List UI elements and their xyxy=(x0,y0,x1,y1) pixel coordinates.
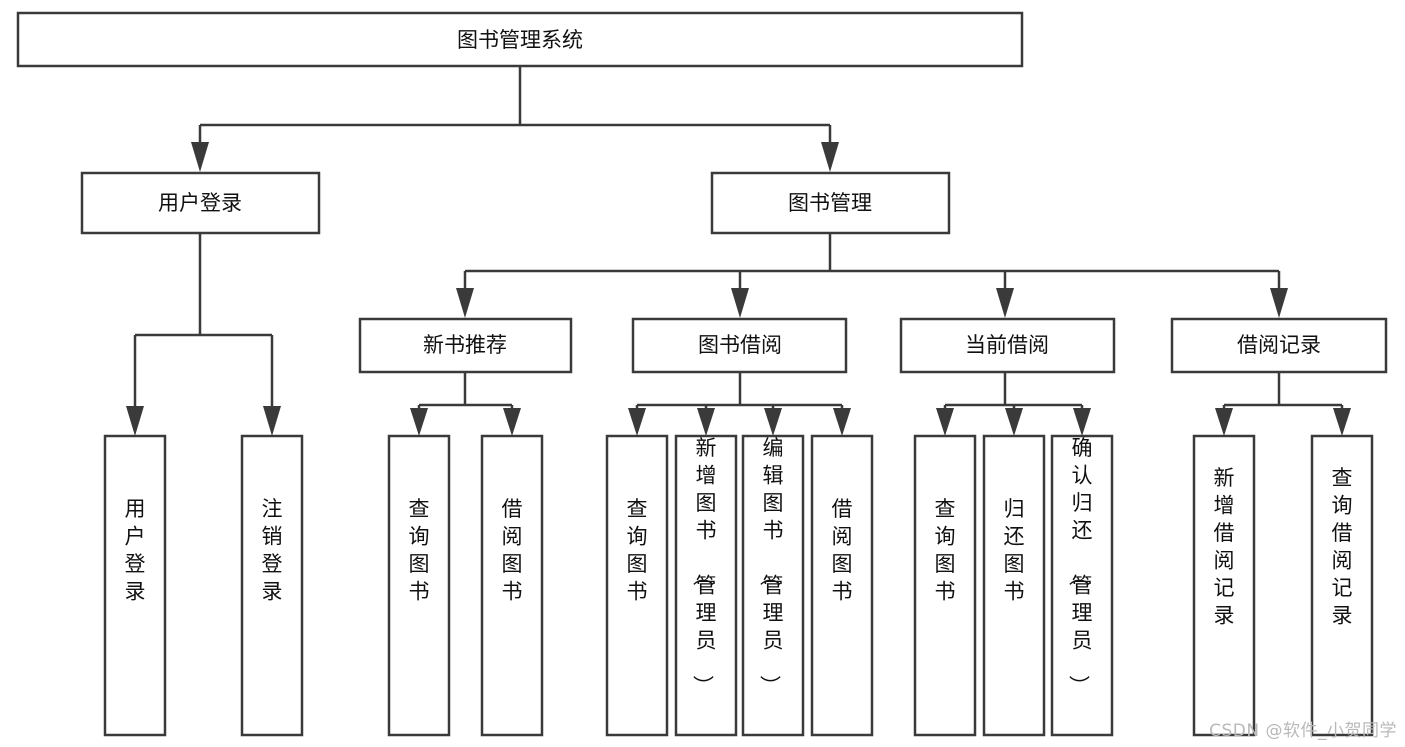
arrow-borrow-c1 xyxy=(628,408,646,436)
node-root-box[interactable] xyxy=(16,11,1024,68)
leaf-book-borrow-4-box[interactable] xyxy=(810,434,874,737)
arrow-borrow-c2 xyxy=(697,408,715,436)
arrow-current-c2 xyxy=(1005,408,1023,436)
leaf-book-borrow-4[interactable]: 借阅图书 xyxy=(810,434,874,737)
leaf-current-borrow-3-label: 确认归还（管理员） xyxy=(1067,436,1093,696)
node-root[interactable]: 图书管理系统 xyxy=(16,11,1024,68)
leaf-new-book-2-box[interactable] xyxy=(480,434,544,737)
leaf-borrow-record-2-label: 查询借阅记录 xyxy=(1332,466,1353,628)
connector-group-book-manage xyxy=(456,233,1288,318)
leaf-current-borrow-1-label: 查询图书 xyxy=(935,497,956,604)
leaf-book-borrow-3-box[interactable] xyxy=(741,434,805,737)
leaf-book-borrow-1-label: 查询图书 xyxy=(627,497,648,604)
csdn-watermark: CSDN @软件_小贺同学 xyxy=(1209,721,1397,741)
connector-group-user-login xyxy=(126,233,281,436)
connector-group-new-book xyxy=(410,372,521,436)
node-new-book-recommend-label: 新书推荐 xyxy=(423,333,507,357)
leaf-current-borrow-3-box[interactable] xyxy=(1050,434,1114,737)
node-user-login[interactable]: 用户登录 xyxy=(80,171,321,235)
node-current-borrow[interactable]: 当前借阅 xyxy=(899,317,1116,374)
leaf-new-book-2-label: 借阅图书 xyxy=(502,497,523,604)
arrow-root-to-login xyxy=(191,142,209,172)
arrow-current-c3 xyxy=(1073,408,1091,436)
leaf-new-book-1[interactable]: 查询图书 xyxy=(387,434,451,737)
node-book-borrow[interactable]: 图书借阅 xyxy=(631,317,848,374)
arrow-newbook-c1 xyxy=(410,408,428,436)
leaf-current-borrow-3[interactable]: 确认归还（管理员） xyxy=(1050,434,1114,737)
arrow-login-c2 xyxy=(263,406,281,436)
leaf-user-login-2[interactable]: 注销登录 xyxy=(240,434,304,737)
arrow-books-c1 xyxy=(456,288,474,318)
arrow-borrow-c3 xyxy=(764,408,782,436)
leaf-book-borrow-4-label: 借阅图书 xyxy=(832,497,853,604)
node-book-borrow-box[interactable] xyxy=(631,317,848,374)
leaf-user-login-2-box[interactable] xyxy=(240,434,304,737)
node-book-manage-box[interactable] xyxy=(710,171,951,235)
arrow-books-c4 xyxy=(1270,288,1288,318)
connector-group-borrow-record xyxy=(1215,372,1351,436)
node-borrow-record-label: 借阅记录 xyxy=(1237,333,1321,357)
leaf-user-login-1-label: 用户登录 xyxy=(125,497,146,604)
leaf-book-borrow-2[interactable]: 新增图书（管理员） xyxy=(674,434,738,737)
node-current-borrow-label: 当前借阅 xyxy=(965,333,1049,357)
arrow-books-c2 xyxy=(731,288,749,318)
leaf-book-borrow-2-label: 新增图书（管理员） xyxy=(691,436,717,696)
connector-group-book-borrow xyxy=(628,372,851,436)
leaf-borrow-record-1[interactable]: 新增借阅记录 xyxy=(1192,434,1256,737)
arrow-borrow-c4 xyxy=(833,408,851,436)
node-user-login-label: 用户登录 xyxy=(158,191,242,215)
leaf-user-login-1[interactable]: 用户登录 xyxy=(103,434,167,737)
leaf-current-borrow-2[interactable]: 归还图书 xyxy=(982,434,1046,737)
node-user-login-box[interactable] xyxy=(80,171,321,235)
connector-group-root xyxy=(191,66,839,172)
arrow-record-c1 xyxy=(1215,408,1233,436)
arrow-record-c2 xyxy=(1333,408,1351,436)
leaf-user-login-1-box[interactable] xyxy=(103,434,167,737)
arrow-root-to-books xyxy=(821,142,839,172)
leaf-borrow-record-2[interactable]: 查询借阅记录 xyxy=(1310,434,1374,737)
leaf-new-book-1-box[interactable] xyxy=(387,434,451,737)
leaf-new-book-2[interactable]: 借阅图书 xyxy=(480,434,544,737)
leaf-new-book-1-label: 查询图书 xyxy=(409,497,430,604)
leaf-book-borrow-3[interactable]: 编辑图书（管理员） xyxy=(741,434,805,737)
arrow-newbook-c2 xyxy=(503,408,521,436)
node-book-manage-label: 图书管理 xyxy=(788,191,872,215)
leaf-borrow-record-1-box[interactable] xyxy=(1192,434,1256,737)
connector-group-current-borrow xyxy=(936,372,1091,436)
arrow-login-c1 xyxy=(126,406,144,436)
node-book-borrow-label: 图书借阅 xyxy=(698,333,782,357)
node-borrow-record-box[interactable] xyxy=(1170,317,1388,374)
leaf-borrow-record-1-label: 新增借阅记录 xyxy=(1214,466,1235,628)
leaf-book-borrow-2-box[interactable] xyxy=(674,434,738,737)
leaf-book-borrow-3-label: 编辑图书（管理员） xyxy=(758,436,784,696)
leaf-current-borrow-1-box[interactable] xyxy=(913,434,977,737)
leaf-borrow-record-2-box[interactable] xyxy=(1310,434,1374,737)
node-borrow-record[interactable]: 借阅记录 xyxy=(1170,317,1388,374)
node-book-manage[interactable]: 图书管理 xyxy=(710,171,951,235)
leaf-current-borrow-2-label: 归还图书 xyxy=(1004,497,1025,604)
node-new-book-recommend[interactable]: 新书推荐 xyxy=(358,317,573,374)
node-current-borrow-box[interactable] xyxy=(899,317,1116,374)
arrow-current-c1 xyxy=(936,408,954,436)
leaf-user-login-2-label: 注销登录 xyxy=(262,497,283,604)
node-new-book-recommend-box[interactable] xyxy=(358,317,573,374)
leaf-current-borrow-2-box[interactable] xyxy=(982,434,1046,737)
node-root-label: 图书管理系统 xyxy=(457,28,583,52)
leaf-book-borrow-1[interactable]: 查询图书 xyxy=(605,434,669,737)
leaf-current-borrow-1[interactable]: 查询图书 xyxy=(913,434,977,737)
arrow-books-c3 xyxy=(996,288,1014,318)
leaf-book-borrow-1-box[interactable] xyxy=(605,434,669,737)
